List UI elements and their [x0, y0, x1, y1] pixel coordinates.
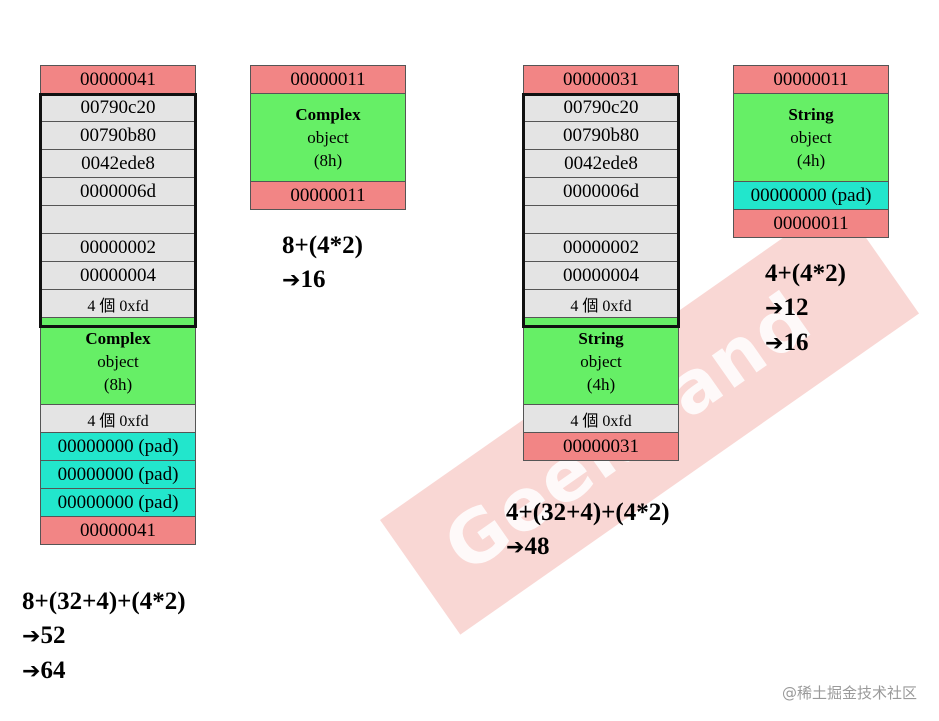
debug-header-cell: 00000002 [40, 233, 196, 262]
debug-header-cell: 00790c20 [523, 93, 679, 122]
cookie-header: 00000041 [40, 65, 196, 94]
calc-result: 52 [40, 622, 66, 649]
calc-expression: 4+(32+4)+(4*2) [506, 499, 670, 526]
no-mans-land-cell: 4 個 0xfd [40, 289, 196, 318]
cookie-header: 00000031 [523, 65, 679, 94]
no-mans-land-cell: 4 個 0xfd [523, 289, 679, 318]
pad-cell: 00000000 (pad) [40, 432, 196, 461]
calc-result: 12 [783, 294, 809, 321]
no-mans-land-cell: 4 個 0xfd [523, 404, 679, 433]
object-word: object [97, 351, 139, 371]
calc-result: 48 [524, 533, 550, 560]
cookie-footer: 00000031 [523, 432, 679, 461]
arrow-icon: ➔ [22, 659, 41, 684]
object-name: Complex [295, 105, 361, 124]
cookie-footer: 00000041 [40, 516, 196, 545]
object-cell: String object (4h) [523, 317, 679, 405]
no-mans-land-cell: 4 個 0xfd [40, 404, 196, 433]
object-cell: Complex object (8h) [250, 93, 406, 182]
arrow-icon: ➔ [22, 624, 41, 649]
calc-string-debug: 4+(32+4)+(4*2) ➔48 [506, 496, 670, 565]
arrow-icon: ➔ [282, 268, 301, 293]
object-name: String [788, 105, 834, 124]
calc-complex-release: 8+(4*2) ➔16 [282, 229, 363, 298]
debug-header-cell: 00790c20 [40, 93, 196, 122]
memory-block-complex-release: 00000011 Complex object (8h) 00000011 [250, 65, 406, 210]
debug-header-cell: 00000004 [523, 261, 679, 290]
pad-cell: 00000000 (pad) [733, 181, 889, 210]
debug-header-cell: 00790b80 [523, 121, 679, 150]
cookie-footer: 00000011 [250, 181, 406, 210]
object-size: (4h) [796, 151, 826, 170]
calc-result: 16 [783, 329, 809, 356]
debug-header-cell: 0042ede8 [40, 149, 196, 178]
site-credit: @稀土掘金技术社区 [781, 684, 917, 702]
cookie-header: 00000011 [250, 65, 406, 94]
calc-result: 64 [40, 657, 66, 684]
object-name: Complex [85, 328, 151, 348]
arrow-icon: ➔ [765, 296, 784, 321]
cookie-header: 00000011 [733, 65, 889, 94]
memory-block-string-release: 00000011 String object (4h) 00000000 (pa… [733, 65, 889, 238]
calc-expression: 8+(4*2) [282, 232, 363, 259]
object-size: (4h) [586, 374, 616, 394]
object-size: (8h) [313, 151, 343, 170]
object-cell: Complex object (8h) [40, 317, 196, 405]
debug-header-cell: 0000006d [40, 177, 196, 206]
object-name: String [578, 328, 624, 348]
object-size: (8h) [103, 374, 133, 394]
memory-block-string-array-debug: 00000031 00790c20 00790b80 0042ede8 0000… [523, 65, 679, 461]
object-word: object [580, 351, 622, 371]
calc-complex-debug: 8+(32+4)+(4*2) ➔52 ➔64 [22, 585, 186, 689]
debug-header-cell: 00000002 [523, 233, 679, 262]
calc-expression: 4+(4*2) [765, 260, 846, 287]
object-word: object [790, 128, 832, 147]
debug-header-cell: 00000004 [40, 261, 196, 290]
pad-cell: 00000000 (pad) [40, 488, 196, 517]
arrow-icon: ➔ [765, 331, 784, 356]
debug-header-cell: 0042ede8 [523, 149, 679, 178]
pad-cell: 00000000 (pad) [40, 460, 196, 489]
debug-header-cell: 0000006d [523, 177, 679, 206]
calc-string-release: 4+(4*2) ➔12 ➔16 [765, 257, 846, 361]
debug-header-cell: 00790b80 [40, 121, 196, 150]
object-word: object [307, 128, 349, 147]
cookie-footer: 00000011 [733, 209, 889, 238]
calc-expression: 8+(32+4)+(4*2) [22, 588, 186, 615]
calc-result: 16 [300, 266, 326, 293]
debug-header-cell [523, 205, 679, 234]
object-cell: String object (4h) [733, 93, 889, 182]
memory-block-complex-array-debug: 00000041 00790c20 00790b80 0042ede8 0000… [40, 65, 196, 545]
arrow-icon: ➔ [506, 535, 525, 560]
debug-header-cell [40, 205, 196, 234]
